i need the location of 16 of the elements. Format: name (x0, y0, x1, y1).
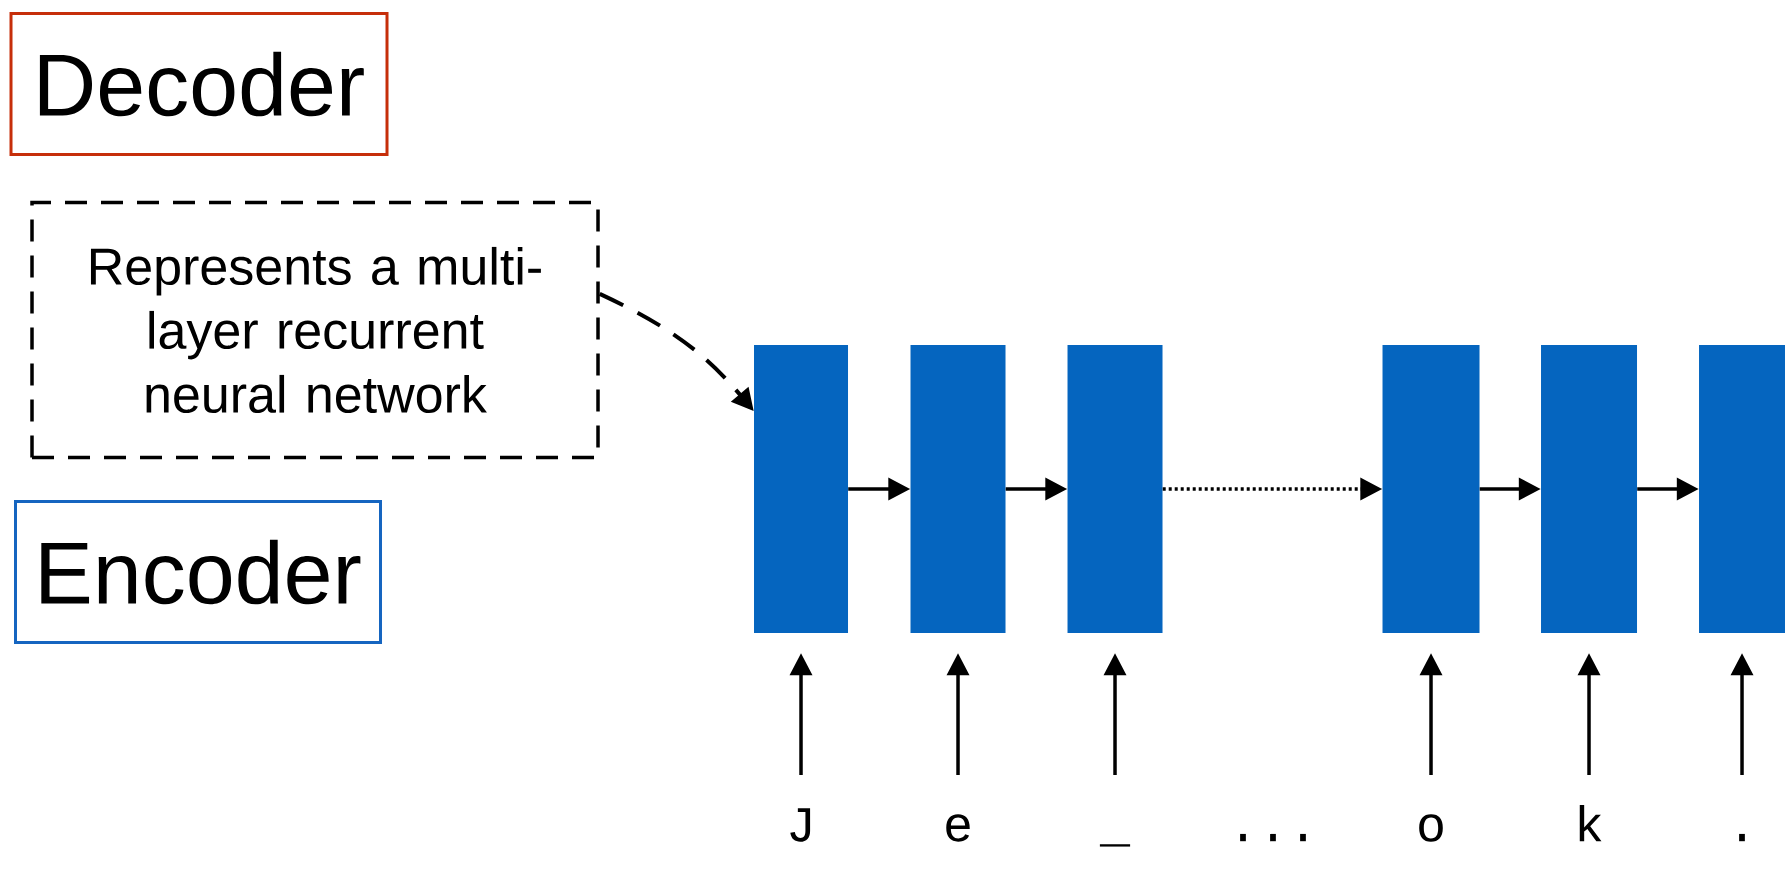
rnn-block (910, 345, 1006, 633)
input-character: _ (1099, 844, 1131, 847)
input-character: . (1739, 833, 1745, 842)
rnn-block (1699, 345, 1785, 633)
input-character: J (790, 808, 811, 842)
ellipsis-label: ... (1240, 833, 1306, 842)
title-box: Encoder (14, 500, 382, 644)
input-character: k (1579, 805, 1602, 842)
rnn-block (1382, 345, 1480, 633)
input-character: o (1419, 814, 1443, 842)
rnn-block (1541, 345, 1637, 633)
note-box: Represents a multi-layer recurrent neural network (30, 200, 600, 460)
title-box: Decoder (9, 12, 389, 156)
rnn-block (1067, 345, 1163, 633)
input-character: e (946, 814, 970, 842)
rnn-block (754, 345, 848, 633)
